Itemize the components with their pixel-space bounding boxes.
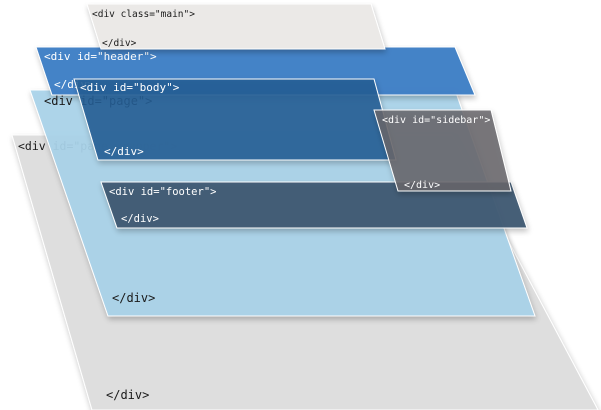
footer-open-tag: <div id="footer"> [109, 186, 216, 198]
header-open-tag: <div id="header"> [44, 50, 157, 63]
footer-close-tag: </div> [121, 213, 159, 225]
sidebar-close-tag: </div> [404, 180, 440, 191]
body-open-tag: <div id="body"> [80, 81, 180, 94]
main-open-tag: <div class="main"> [92, 9, 195, 20]
footer-panel [100, 181, 528, 229]
sidebar-panel [373, 109, 512, 192]
main-panel [86, 3, 386, 50]
layer-main: <div class="main"> </div> [86, 3, 386, 50]
body-close-tag: </div> [104, 145, 144, 158]
page-wrapper-close-tag: </div> [106, 388, 149, 402]
layer-body: <div id="body"> </div> [73, 78, 397, 161]
page-close-tag: </div> [112, 291, 155, 305]
main-close-tag: </div> [102, 38, 137, 49]
layer-footer: <div id="footer"> </div> [100, 181, 528, 229]
sidebar-open-tag: <div id="sidebar"> [382, 115, 490, 126]
layer-sidebar: <div id="sidebar"> </div> [373, 109, 512, 192]
